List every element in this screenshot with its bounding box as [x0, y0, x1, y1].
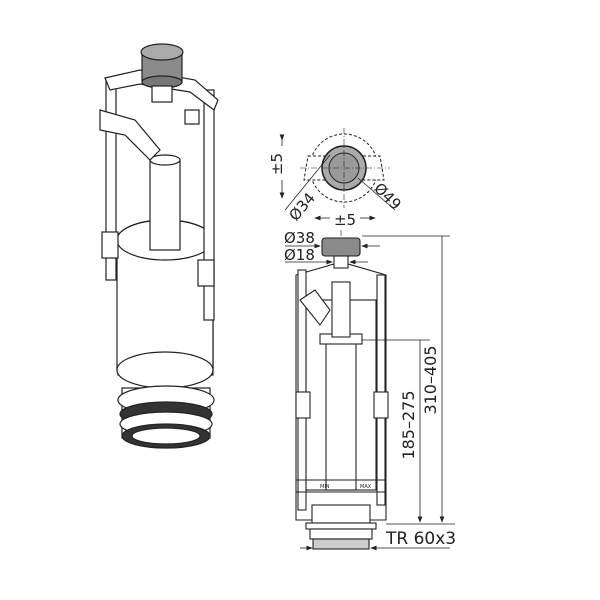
scale-min-label: MIN [320, 484, 330, 490]
button-diameter-label: Ø38 [284, 229, 315, 247]
stem-diameter-label: Ø18 [284, 246, 315, 264]
perspective-view [99, 43, 219, 449]
height-short-label: 185–275 [399, 390, 418, 459]
dimension-lines [285, 215, 455, 551]
top-offset-label: ±5 [268, 153, 286, 175]
outer-diameter-label: Ø49 [370, 179, 405, 214]
scale-max-label: MAX [360, 484, 372, 490]
button-offset-label: ±5 [334, 211, 356, 229]
side-view [295, 230, 389, 550]
inner-diameter-label: Ø34 [285, 189, 319, 224]
top-view [279, 128, 396, 211]
thread-label: TR 60x3 [385, 529, 456, 549]
height-total-label: 310–405 [421, 345, 440, 414]
